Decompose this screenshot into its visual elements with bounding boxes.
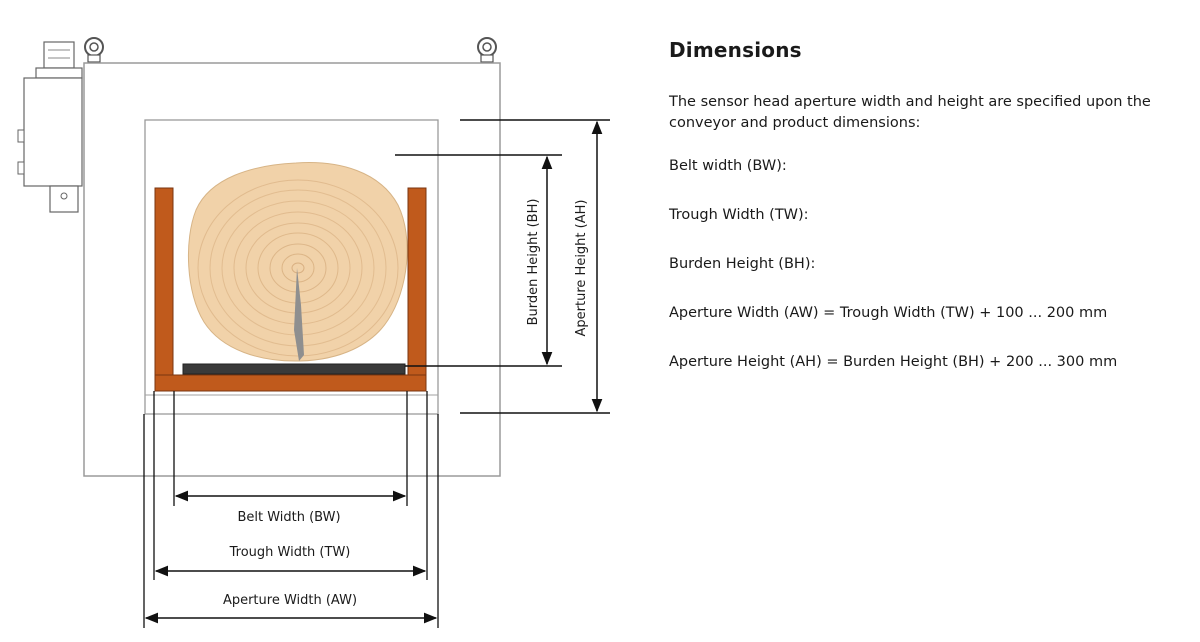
aperture-height-formula: Aperture Height (AH) = Burden Height (BH… bbox=[669, 354, 1118, 370]
log-cross-section bbox=[188, 162, 408, 362]
lifting-eye-right bbox=[477, 37, 497, 63]
trough-width-label: Trough Width (TW) bbox=[229, 545, 351, 560]
trough-width-item: Trough Width (TW): bbox=[669, 207, 809, 223]
motor-housing bbox=[17, 41, 83, 213]
burden-height-item: Burden Height (BH): bbox=[669, 256, 816, 272]
aperture-opening bbox=[144, 119, 439, 415]
sensor-head-housing bbox=[83, 62, 501, 477]
panel-title: Dimensions bbox=[669, 38, 802, 62]
belt-width-item: Belt width (BW): bbox=[669, 158, 787, 174]
aperture-width-formula: Aperture Width (AW) = Trough Width (TW) … bbox=[669, 305, 1108, 321]
burden-height-label: Burden Height (BH) bbox=[526, 199, 541, 326]
dimensions-panel: Dimensions The sensor head aperture widt… bbox=[669, 38, 1194, 401]
aperture-height-dimension bbox=[460, 119, 610, 414]
aperture-width-label: Aperture Width (AW) bbox=[223, 593, 357, 608]
conveyor-belt bbox=[182, 363, 406, 375]
trough bbox=[154, 187, 427, 392]
width-extension-lines bbox=[143, 391, 439, 628]
aperture-height-label: Aperture Height (AH) bbox=[574, 200, 589, 337]
sensor-head-diagram: Burden Height (BH) Aperture Height (AH) … bbox=[17, 37, 610, 628]
lifting-eye-left bbox=[84, 37, 104, 63]
belt-width-label: Belt Width (BW) bbox=[237, 510, 340, 525]
burden-height-dimension bbox=[395, 154, 562, 367]
panel-intro: The sensor head aperture width and heigh… bbox=[669, 94, 1151, 131]
